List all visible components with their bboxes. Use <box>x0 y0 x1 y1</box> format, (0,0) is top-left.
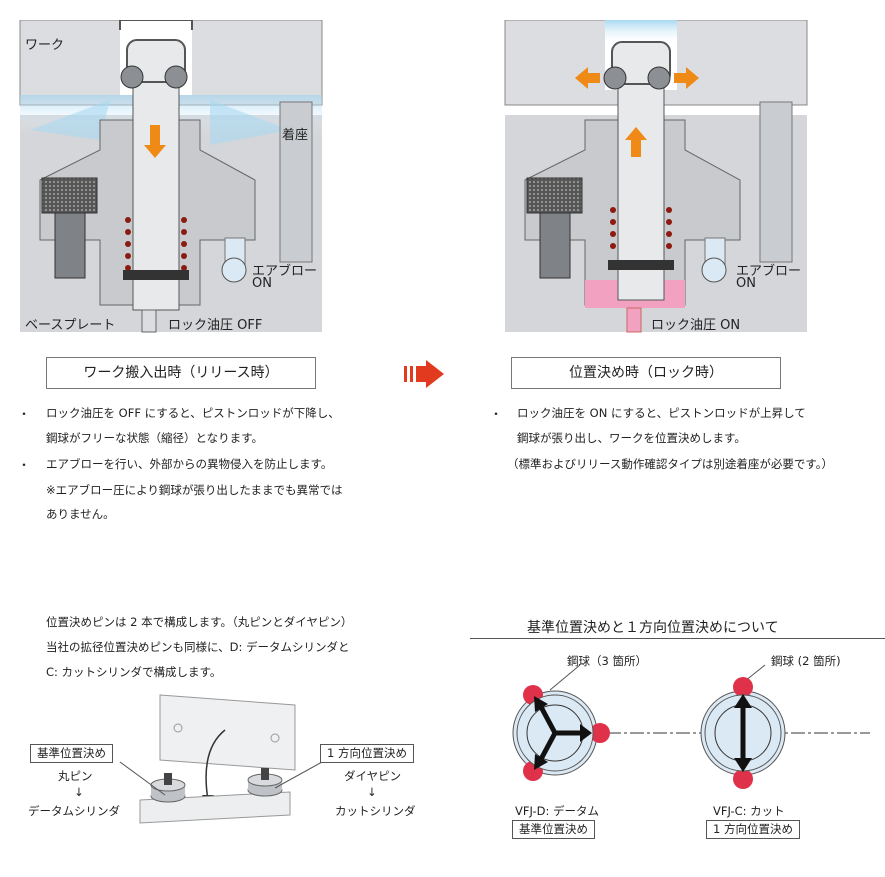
label-base-plate: ベースプレート <box>25 318 116 333</box>
bullet-1: ・ <box>18 407 31 421</box>
pins-line-1: 位置決めピンは 2 本で構成します。（丸ピンとダイヤピン） <box>46 615 353 629</box>
label-air-on-right: ON <box>736 276 756 291</box>
bullet-2: ・ <box>18 458 31 472</box>
cut-cyl-label: カットシリンダ <box>335 804 416 818</box>
label-air-left: エアブロー <box>252 264 318 279</box>
pins-leader-lines <box>119 761 323 796</box>
release-title: ワーク搬入出時（リリース時） <box>46 357 316 389</box>
label-work: ワーク <box>25 38 65 53</box>
diamond-pin-label: ダイヤピン <box>344 769 402 783</box>
lock-line-1: ロック油圧を ON にすると、ピストンロッドが上昇して <box>517 406 806 420</box>
release-line-3: エアブローを行い、外部からの異物侵入を防止します。 <box>46 457 333 471</box>
label-lock-off: ロック油圧 OFF <box>168 318 263 333</box>
label-seat: 着座 <box>282 128 309 143</box>
cut-name: VFJ-C: カット <box>713 804 785 818</box>
transition-arrow-icon <box>404 360 444 388</box>
left-down-arrow: ↓ <box>74 785 84 799</box>
release-diagram <box>19 20 323 333</box>
datum-cyl-label: データムシリンダ <box>28 804 120 818</box>
cut-tag: 1 方向位置決め <box>706 820 800 839</box>
right-down-arrow: ↓ <box>367 785 377 799</box>
lock-line-2: 鋼球が張り出し、ワークを位置決めします。 <box>517 431 746 445</box>
right-balls-label: 鋼球 (2 箇所) <box>771 654 841 668</box>
left-balls-label: 鋼球（3 箇所） <box>567 654 647 668</box>
datum-name: VFJ-D: データム <box>515 804 599 818</box>
release-line-4: ※エアブロー圧により鋼球が張り出したままでも異常では <box>46 483 343 497</box>
datum-tag: 基準位置決め <box>512 820 595 839</box>
about-rule <box>470 638 885 639</box>
label-air-right: エアブロー <box>736 264 802 279</box>
round-pin-label: 丸ピン <box>58 769 93 783</box>
datum-box: 基準位置決め <box>30 744 113 763</box>
one-dir-box: 1 方向位置決め <box>320 744 414 763</box>
bullet-3: ・ <box>490 407 503 421</box>
label-air-on-left: ON <box>252 276 272 291</box>
lock-line-3: （標準およびリリース動作確認タイプは別途着座が必要です。） <box>507 457 834 471</box>
release-line-1: ロック油圧を OFF にすると、ピストンロッドが下降し、 <box>46 406 340 420</box>
about-title: 基準位置決めと１方向位置決めについて <box>527 620 779 636</box>
label-lock-on: ロック油圧 ON <box>651 318 741 333</box>
pins-line-3: C: カットシリンダで構成します。 <box>46 665 222 679</box>
datum-cutaway <box>512 664 870 789</box>
lock-diagram <box>504 20 808 333</box>
lock-title: 位置決め時（ロック時） <box>511 357 781 389</box>
pins-line-2: 当社の拡径位置決めピンも同様に、D: データムシリンダと <box>46 640 350 654</box>
release-line-2: 鋼球がフリーな状態（縮径）となります。 <box>46 431 264 445</box>
pins-illustration <box>139 694 296 824</box>
release-line-5: ありません。 <box>46 507 115 521</box>
